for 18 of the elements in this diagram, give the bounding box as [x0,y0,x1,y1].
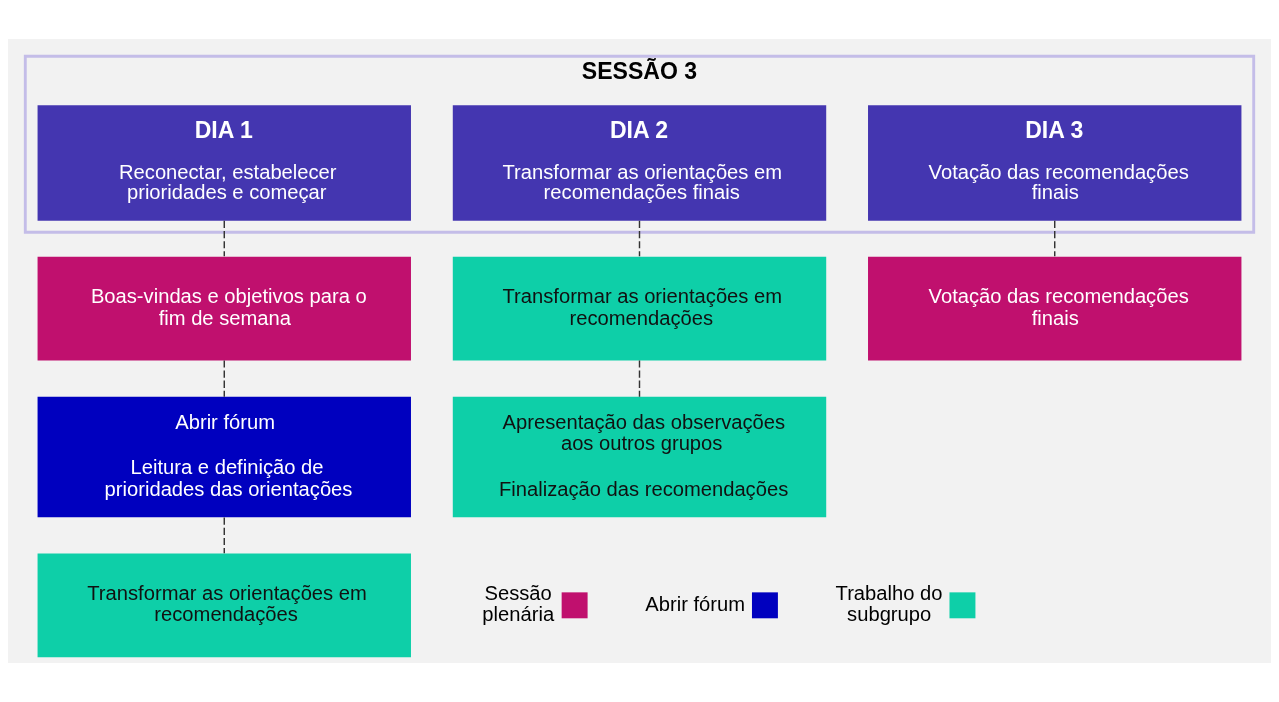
connector [1054,220,1056,257]
node-box: Transformar as orientações em recomendações [452,256,827,361]
node-box: Boas-vindas e objetivos para o fim de semana [37,256,411,361]
node-box: Abrir fórum Leitura e definição de prioridades das orientações [37,396,411,518]
connector [223,359,225,398]
node-box: DIA 1 Reconectar, estabelecer prioridades e começar [37,105,411,221]
connector [638,220,641,257]
connector [638,359,641,398]
node-box: Apresentação das observações aos outros grupos Finalização das recomendações [452,396,827,518]
node-box: DIA 3 Votação das recomendações finais [868,105,1242,221]
node-box: Transformar as orientações em recomendações [37,553,411,658]
legend-label: Sessão plenária [482,581,555,626]
connector [223,220,225,257]
legend-label: Abrir fórum [645,592,746,615]
node-box: DIA 2 Transformar as orientações em recomendações finais [452,105,827,221]
legend-label: Trabalho do subgrupo [835,581,943,626]
connector [223,516,225,554]
node-box: Votação das recomendações finais [868,256,1242,361]
